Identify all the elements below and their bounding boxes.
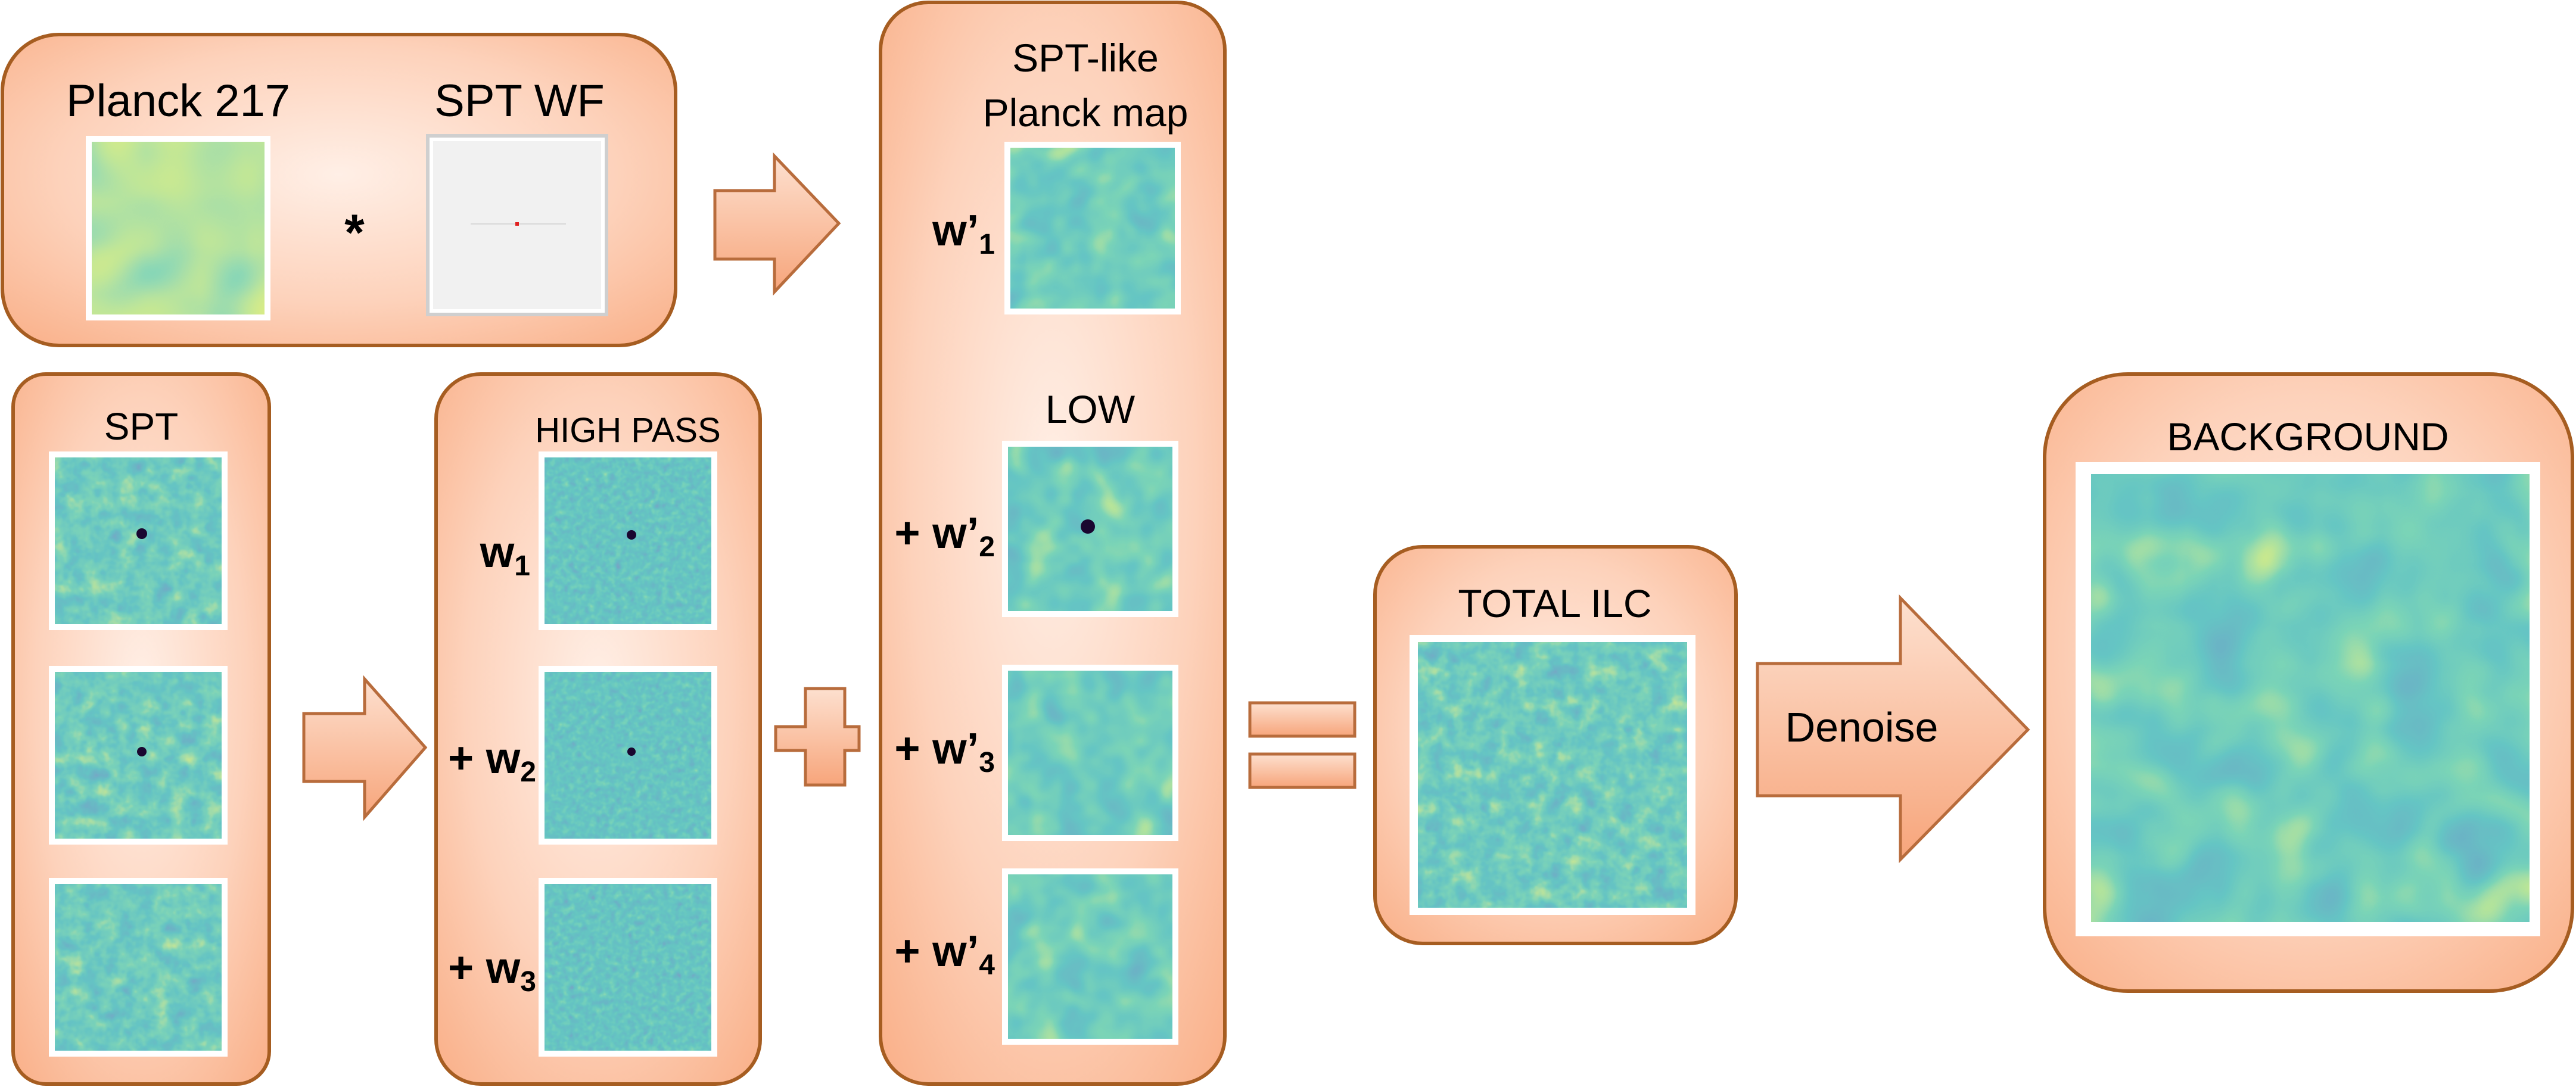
total-ilc-title: TOTAL ILC bbox=[1458, 581, 1651, 625]
highpass-map-1-image bbox=[545, 457, 711, 624]
highpass-weight-3-subscript: 3 bbox=[520, 966, 536, 998]
planck-weight-1-subscript: 1 bbox=[979, 229, 995, 260]
low-map-2-point-source bbox=[1081, 519, 1095, 534]
planck-weight-3-subscript: 3 bbox=[979, 747, 995, 778]
arrow-top-to-planck-like bbox=[713, 152, 841, 296]
background-title: BACKGROUND bbox=[2167, 415, 2449, 459]
highpass-map-1-point-source bbox=[627, 530, 636, 540]
spt-map-2-image bbox=[55, 672, 222, 839]
highpass-weight-3-symbol: w bbox=[486, 943, 521, 992]
highpass-weight-1-symbol: w bbox=[480, 527, 515, 577]
equals-operator-bottom-bar bbox=[1248, 752, 1357, 789]
convolution-operator: * bbox=[344, 204, 365, 261]
total-ilc-map-image bbox=[1418, 642, 1687, 908]
planck-weight-2: + w’2 bbox=[894, 508, 995, 563]
arrow-spt-to-highpass bbox=[302, 675, 428, 821]
highpass-map-2-image bbox=[545, 672, 711, 839]
spt-wf-label: SPT WF bbox=[434, 76, 605, 126]
spt-map-1-point-source bbox=[136, 528, 147, 539]
planck-weight-4-symbol: w’ bbox=[932, 926, 979, 976]
highpass-weight-3: + w3 bbox=[448, 943, 536, 998]
spt-panel-title: SPT bbox=[104, 405, 178, 448]
planck-weight-2-subscript: 2 bbox=[979, 531, 995, 563]
planck-weight-2-symbol: w’ bbox=[932, 508, 979, 557]
highpass-weight-1-subscript: 1 bbox=[514, 550, 530, 582]
low-label: LOW bbox=[1046, 387, 1135, 431]
planck-weight-3-prefix: + bbox=[894, 724, 932, 773]
low-map-3-image bbox=[1008, 671, 1172, 835]
highpass-weight-2-subscript: 2 bbox=[520, 756, 536, 788]
background-map-image bbox=[2090, 473, 2531, 923]
highpass-weight-2-symbol: w bbox=[486, 733, 521, 783]
highpass-map-2-point-source bbox=[627, 747, 636, 756]
equals-operator-top-bar bbox=[1248, 701, 1357, 738]
highpass-map-3-image bbox=[545, 884, 711, 1051]
highpass-weight-1: w1 bbox=[480, 527, 530, 582]
planck-weight-2-prefix: + bbox=[894, 508, 932, 557]
highpass-weight-2: + w2 bbox=[448, 733, 536, 788]
denoise-label: Denoise bbox=[1785, 704, 1939, 750]
spt-map-3-image bbox=[55, 884, 222, 1051]
planck-217-map-image bbox=[92, 142, 265, 314]
planck-like-title-line2: Planck map bbox=[983, 91, 1189, 135]
planck-weight-4-subscript: 4 bbox=[979, 949, 995, 981]
planck-217-label: Planck 217 bbox=[66, 76, 290, 126]
planck-like-title-line1: SPT-like bbox=[1012, 36, 1159, 80]
plus-operator-shape bbox=[774, 687, 861, 787]
planck-weight-3-symbol: w’ bbox=[932, 724, 979, 773]
planck-weight-1: w’1 bbox=[932, 205, 995, 260]
spt-map-2-point-source bbox=[137, 747, 147, 756]
highpass-weight-2-prefix: + bbox=[448, 733, 486, 783]
planck-weight-1-symbol: w’ bbox=[932, 205, 979, 255]
planck-weight-4: + w’4 bbox=[894, 926, 995, 981]
planck-like-map-1-image bbox=[1010, 148, 1175, 309]
spt-map-1-image bbox=[55, 457, 222, 624]
denoise-arrow bbox=[1756, 594, 2030, 864]
planck-weight-4-prefix: + bbox=[894, 926, 932, 976]
planck-weight-3: + w’3 bbox=[894, 724, 995, 778]
spt-wf-center-dot bbox=[515, 222, 519, 226]
low-map-4-image bbox=[1008, 874, 1172, 1039]
highpass-weight-3-prefix: + bbox=[448, 943, 486, 992]
highpass-panel-title: HIGH PASS bbox=[535, 411, 721, 450]
